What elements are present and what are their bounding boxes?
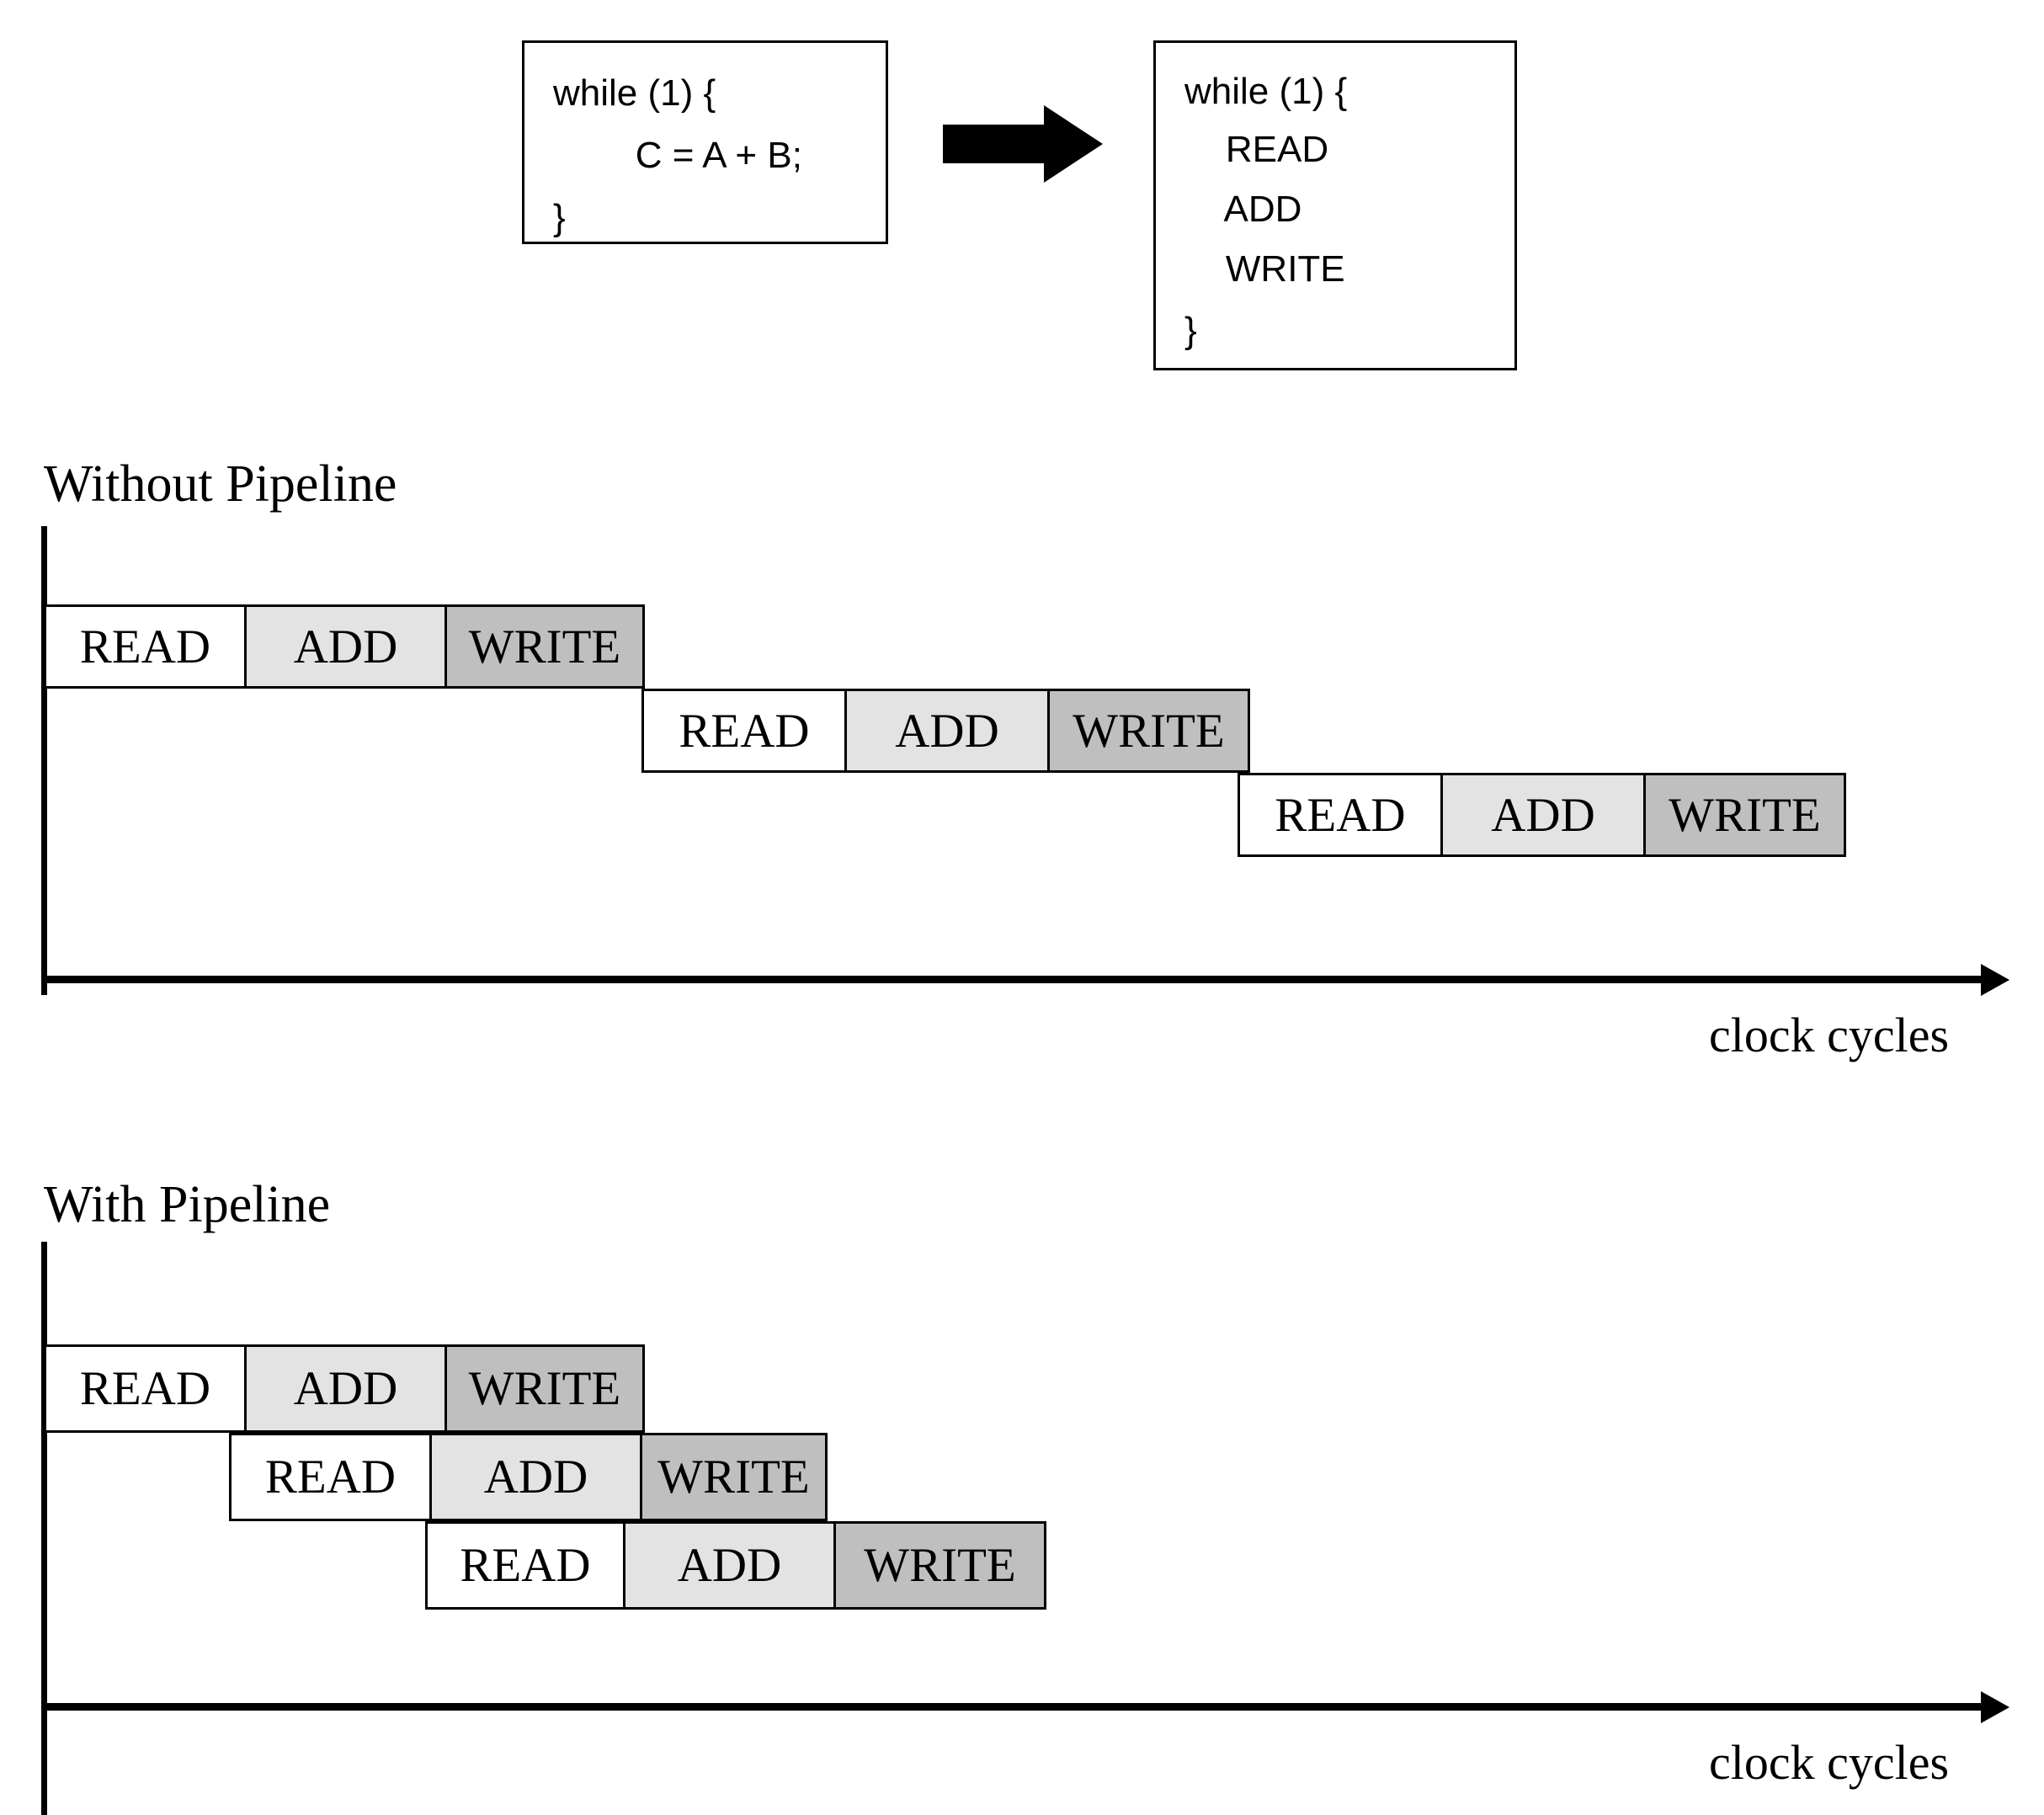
stage-read: READ — [425, 1521, 625, 1610]
stage-write: WRITE — [640, 1433, 828, 1521]
stage-add: ADD — [623, 1521, 836, 1610]
stage-write: WRITE — [1643, 773, 1846, 857]
stage-row: READ ADD WRITE — [44, 604, 645, 689]
stage-read: READ — [229, 1433, 432, 1521]
stage-read: READ — [641, 689, 847, 773]
stage-add: ADD — [1440, 773, 1646, 857]
stage-write: WRITE — [1047, 689, 1250, 773]
x-axis-without-pipeline — [41, 976, 1986, 983]
stage-read: READ — [44, 604, 247, 689]
x-axis-label-without-pipeline: clock cycles — [1709, 1008, 1950, 1062]
stage-write: WRITE — [444, 604, 645, 689]
stage-add: ADD — [429, 1433, 642, 1521]
translated-code-line-5: } — [1184, 310, 1197, 351]
x-axis-with-pipeline — [41, 1703, 1986, 1711]
section-title-without-pipeline: Without Pipeline — [44, 455, 397, 513]
x-axis-arrowhead-without-pipeline — [1981, 964, 2009, 996]
stage-add: ADD — [244, 604, 447, 689]
stage-write: WRITE — [833, 1521, 1046, 1610]
translated-code-line-2: READ — [1184, 129, 1329, 170]
stage-read: READ — [1238, 773, 1443, 857]
stage-write: WRITE — [444, 1344, 645, 1433]
source-code-line-3: } — [553, 197, 566, 238]
translated-code-box: while (1) { READ ADD WRITE } — [1153, 40, 1517, 370]
stage-add: ADD — [844, 689, 1050, 773]
stage-read: READ — [44, 1344, 247, 1433]
section-title-with-pipeline: With Pipeline — [44, 1176, 331, 1233]
translated-code-line-3: ADD — [1184, 189, 1302, 230]
source-code-line-2: C = A + B; — [553, 135, 802, 176]
translated-code-line-1: while (1) { — [1184, 71, 1348, 112]
source-code-box: while (1) { C = A + B; } — [522, 40, 888, 244]
x-axis-label-with-pipeline: clock cycles — [1709, 1735, 1950, 1790]
x-axis-arrowhead-with-pipeline — [1981, 1691, 2009, 1723]
stage-add: ADD — [244, 1344, 447, 1433]
source-code-line-1: while (1) { — [553, 72, 716, 114]
stage-row: READ ADD WRITE — [229, 1433, 828, 1521]
y-axis-without-pipeline — [41, 526, 47, 995]
stage-row: READ ADD WRITE — [425, 1521, 1046, 1610]
y-axis-with-pipeline — [41, 1242, 47, 1815]
stage-row: READ ADD WRITE — [641, 689, 1250, 773]
stage-row: READ ADD WRITE — [44, 1344, 645, 1433]
translates-to-arrow-icon — [943, 105, 1103, 183]
stage-row: READ ADD WRITE — [1238, 773, 1846, 857]
translated-code-line-4: WRITE — [1184, 248, 1345, 290]
